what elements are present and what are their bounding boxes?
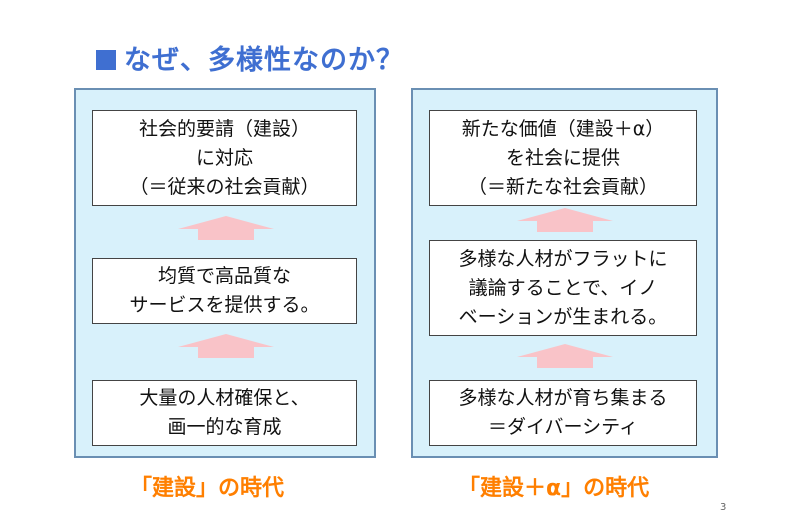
left-era-caption: 「建設」の時代	[130, 476, 285, 501]
page-number: 3	[720, 502, 727, 513]
right-panel: 新たな価値（建設＋α） を社会に提供 （＝新たな社会貢献） 多様な人材がフラット…	[411, 88, 718, 458]
right-box-top: 新たな価値（建設＋α） を社会に提供 （＝新たな社会貢献）	[429, 110, 697, 206]
right-box-middle: 多様な人材がフラットに 議論することで、イノ ベーションが生まれる。	[429, 240, 697, 336]
right-box-bottom: 多様な人材が育ち集まる ＝ダイバーシティ	[429, 380, 697, 446]
right-era-caption: 「建設＋α」の時代	[458, 476, 650, 501]
slide-title: なぜ、多様性なのか？	[96, 38, 404, 77]
left-box-top: 社会的要請（建設） に対応 （＝従来の社会貢献）	[92, 110, 357, 206]
slide-title-text: なぜ、多様性なのか？	[124, 45, 404, 76]
up-arrow-icon	[178, 334, 274, 358]
left-box-bottom: 大量の人材確保と、 画一的な育成	[92, 380, 357, 446]
left-panel: 社会的要請（建設） に対応 （＝従来の社会貢献） 均質で高品質な サービスを提供…	[74, 88, 376, 458]
up-arrow-icon	[178, 216, 274, 240]
up-arrow-icon	[517, 208, 613, 232]
square-bullet-icon	[96, 50, 116, 70]
up-arrow-icon	[517, 344, 613, 368]
left-box-middle: 均質で高品質な サービスを提供する。	[92, 258, 357, 324]
